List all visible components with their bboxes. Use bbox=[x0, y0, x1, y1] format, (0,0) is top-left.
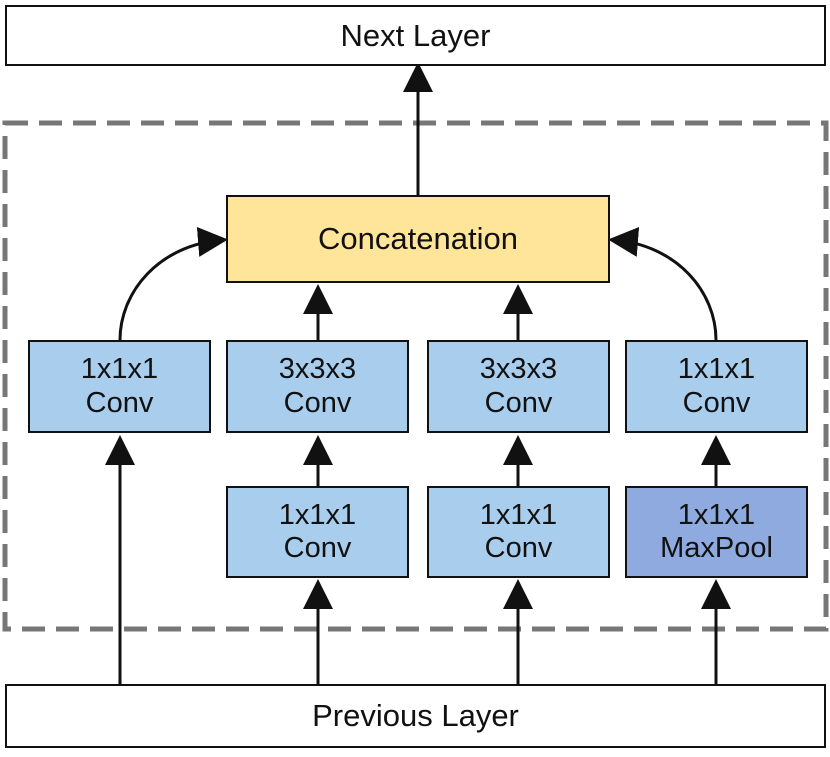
branch-2-bottom-conv-box: 1x1x1 Conv bbox=[226, 486, 409, 578]
curved-arrow-branch-4-to-concatenation bbox=[608, 226, 718, 341]
branch-4-top-conv-box: 1x1x1 Conv bbox=[625, 340, 808, 433]
curved-arrow-branch-1-to-concatenation bbox=[118, 226, 228, 341]
branch-3-top-conv-box: 3x3x3 Conv bbox=[427, 340, 610, 433]
inception-module-frame bbox=[2, 120, 829, 632]
next-layer-box: Next Layer bbox=[5, 5, 826, 66]
branch-4-maxpool-box: 1x1x1 MaxPool bbox=[625, 486, 808, 578]
branch-1-conv-box: 1x1x1 Conv bbox=[28, 340, 211, 433]
concatenation-box: Concatenation bbox=[226, 195, 610, 283]
previous-layer-box: Previous Layer bbox=[5, 684, 826, 748]
branch-3-bottom-conv-box: 1x1x1 Conv bbox=[427, 486, 610, 578]
branch-2-top-conv-box: 3x3x3 Conv bbox=[226, 340, 409, 433]
